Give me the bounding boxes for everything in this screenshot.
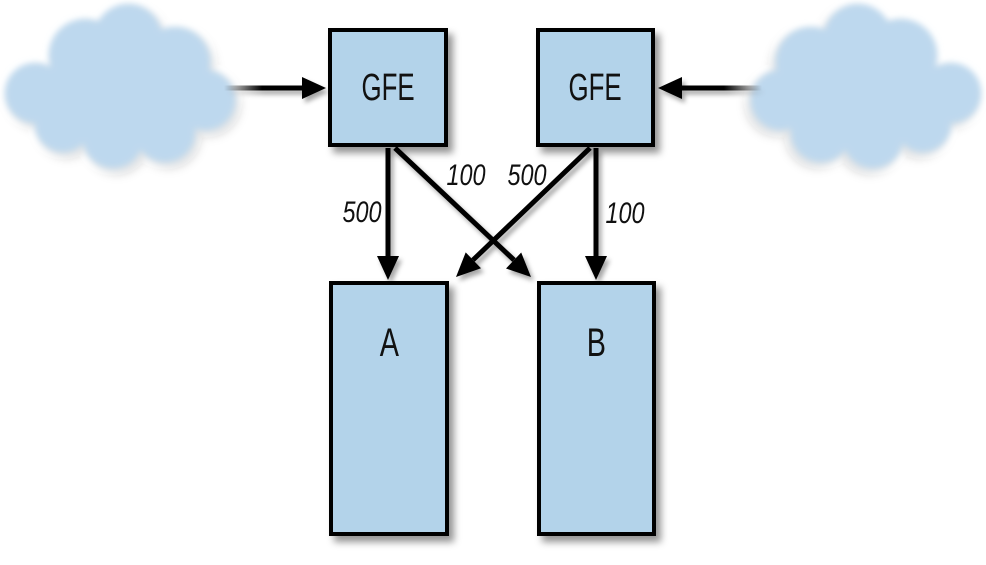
edge-label-gfe-right-to-b: 100 [605,197,645,230]
arrow-gfe-left-to-a [377,148,399,280]
node-gfe-right: GFE [536,28,655,147]
node-backend-b-label: B [586,321,607,365]
edge-label-gfe-left-to-a: 500 [342,196,382,229]
cloud-right-icon [751,4,981,168]
node-backend-b: B [537,281,656,536]
diagram-arrows [224,77,762,280]
arrow-cloud-left-to-gfe-left [224,77,326,99]
node-backend-a-label: A [379,321,399,365]
node-gfe-left: GFE [328,28,448,147]
arrow-gfe-right-to-b [585,148,607,280]
node-backend-a: A [329,281,449,536]
edge-label-gfe-right-to-a: 500 [507,159,547,192]
node-gfe-right-label: GFE [568,66,623,109]
cloud-left-icon [5,4,235,168]
edge-label-gfe-left-to-b: 100 [446,159,486,192]
node-gfe-left-label: GFE [361,66,415,109]
arrow-gfe-right-to-a [456,146,592,277]
arrow-cloud-right-to-gfe-right [658,77,762,99]
